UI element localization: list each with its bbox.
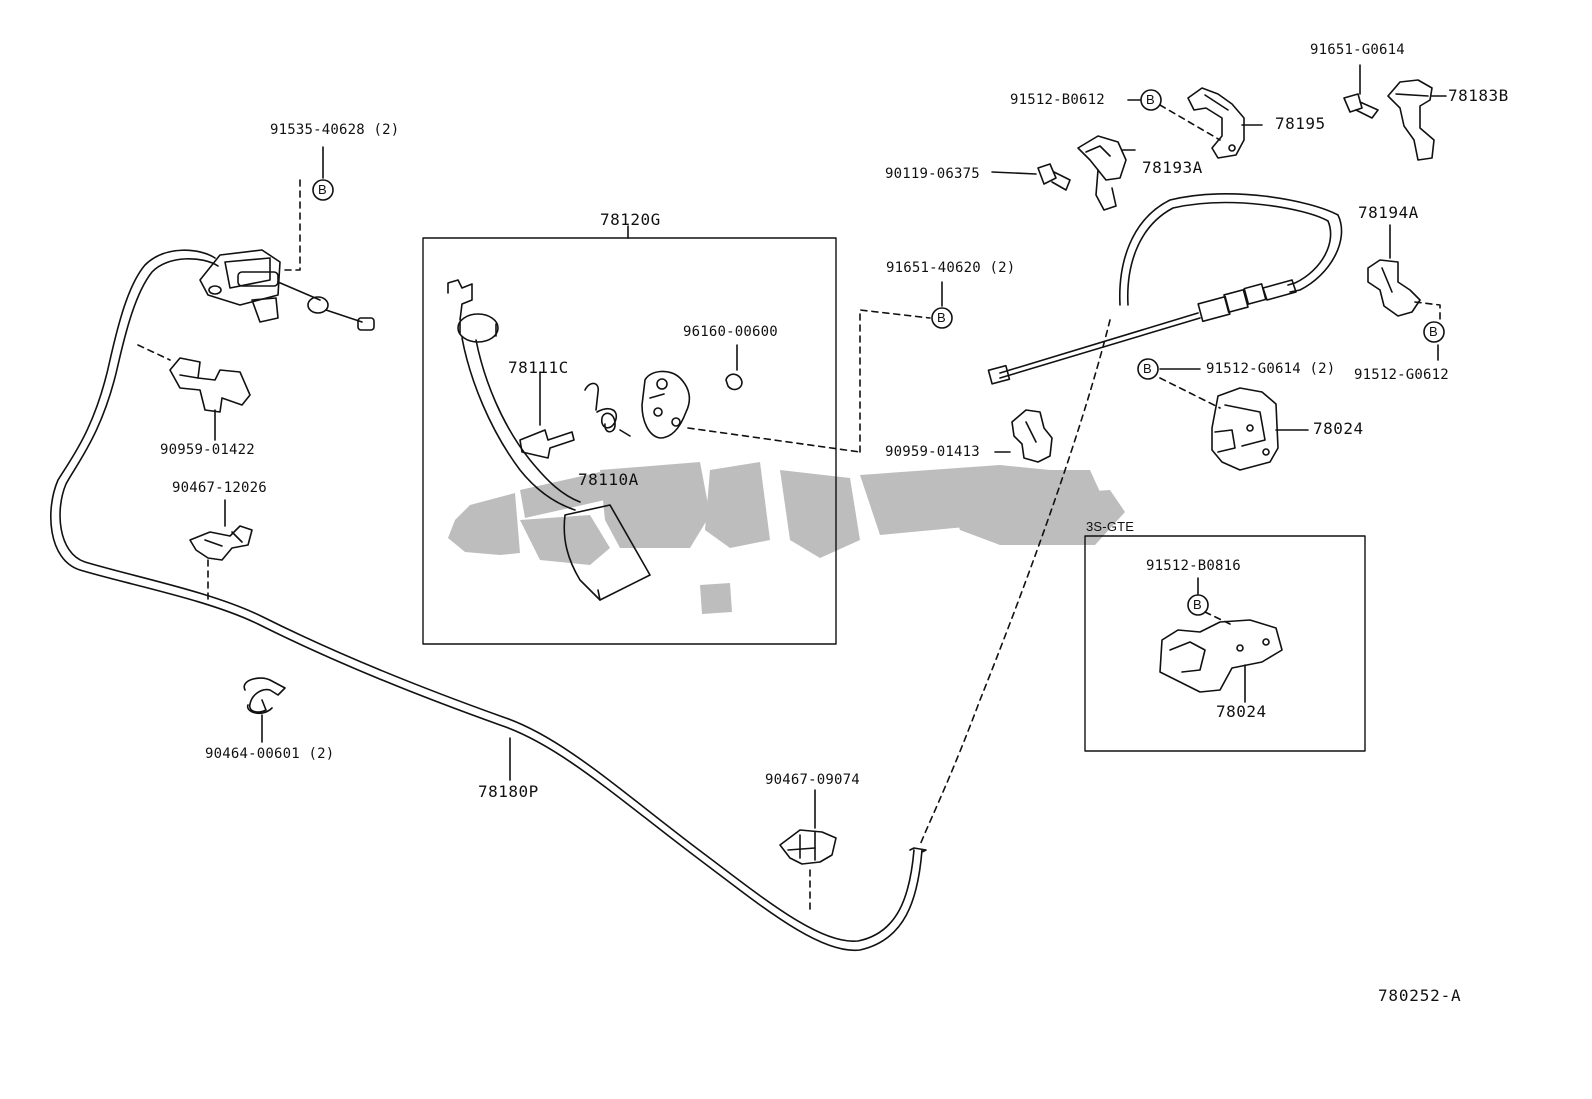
return-spring	[584, 382, 631, 437]
label-78183b: 78183B	[1448, 86, 1509, 105]
label-90119-06375: 90119-06375	[885, 166, 980, 182]
label-78180p: 78180P	[478, 782, 539, 801]
nut-96160	[725, 373, 743, 391]
bolt-90119	[1037, 163, 1071, 191]
label-91535-40628: 91535-40628 (2)	[270, 122, 400, 138]
watermark-logo	[448, 462, 1125, 614]
bolt-marker	[931, 307, 953, 329]
pivot-pin	[519, 429, 575, 459]
label-78193a: 78193A	[1142, 158, 1203, 177]
label-78024-inset: 78024	[1216, 702, 1267, 721]
main-cable-inner	[59, 257, 915, 942]
pedal-bracket-bushing	[641, 370, 691, 439]
clip-90467-12026	[189, 525, 253, 561]
pedal-arm	[447, 279, 651, 601]
cable-bracket-topleft	[199, 249, 375, 331]
label-91651-g0614: 91651-G0614	[1310, 42, 1405, 58]
bolt-marker	[1423, 321, 1445, 343]
bolt-marker	[1187, 594, 1209, 616]
diagram-reference-code: 780252-A	[1378, 986, 1462, 1005]
label-91512-g0614: 91512-G0614 (2)	[1206, 361, 1336, 377]
cable-upper-inner	[1126, 201, 1332, 306]
label-78195: 78195	[1275, 114, 1326, 133]
clip-90959-01413	[1011, 409, 1053, 463]
label-78024: 78024	[1313, 419, 1364, 438]
label-91512-g0612: 91512-G0612	[1354, 367, 1449, 383]
bolt-marker-letter: B	[1146, 92, 1155, 107]
bolt-marker-letter: B	[1143, 361, 1152, 376]
label-78194a: 78194A	[1358, 203, 1419, 222]
label-78120g: 78120G	[600, 210, 661, 229]
cable-dashed-to-bottom	[919, 319, 1111, 846]
label-78111c: 78111C	[508, 358, 569, 377]
bolt-marker	[1137, 358, 1159, 380]
pedal-assembly-box	[422, 237, 837, 645]
label-91512-b0612: 91512-B0612	[1010, 92, 1105, 108]
label-90959-01413: 90959-01413	[885, 444, 980, 460]
label-90467-12026: 90467-12026	[172, 480, 267, 496]
variant-inset-box	[1084, 535, 1366, 752]
bolt-marker-letter: B	[1429, 324, 1438, 339]
inset-box-title: 3S-GTE	[1086, 519, 1135, 534]
clip-90959-01422	[169, 357, 251, 413]
label-91512-b0816: 91512-B0816	[1146, 558, 1241, 574]
inner-wire	[999, 317, 1201, 379]
clip-90467-09074	[779, 829, 837, 865]
label-96160-00600: 96160-00600	[683, 324, 778, 340]
inset-bracket-78024	[1159, 619, 1283, 693]
label-78110a: 78110A	[578, 470, 639, 489]
main-cable-outer	[49, 249, 923, 952]
bolt-91651-g0614	[1343, 93, 1379, 119]
label-91651-40620: 91651-40620 (2)	[886, 260, 1016, 276]
bolt-marker-letter: B	[1193, 597, 1202, 612]
bracket-78183b	[1387, 79, 1435, 161]
cable-adjuster	[1197, 279, 1297, 323]
cable-end-stub	[909, 847, 927, 853]
label-90467-09074: 90467-09074	[765, 772, 860, 788]
cable-upper-outer	[1118, 192, 1343, 306]
bracket-78024	[1211, 387, 1279, 471]
label-90959-01422: 90959-01422	[160, 442, 255, 458]
bracket-78195	[1187, 87, 1245, 159]
bolt-marker	[312, 179, 334, 201]
bolt-marker	[1140, 89, 1162, 111]
bolt-marker-letter: B	[318, 182, 327, 197]
bolt-marker-letter: B	[937, 310, 946, 325]
bracket-78194a	[1367, 259, 1421, 317]
clip-90464-00601	[243, 677, 286, 715]
label-90464-00601: 90464-00601 (2)	[205, 746, 335, 762]
clamp-78193a	[1077, 135, 1127, 211]
